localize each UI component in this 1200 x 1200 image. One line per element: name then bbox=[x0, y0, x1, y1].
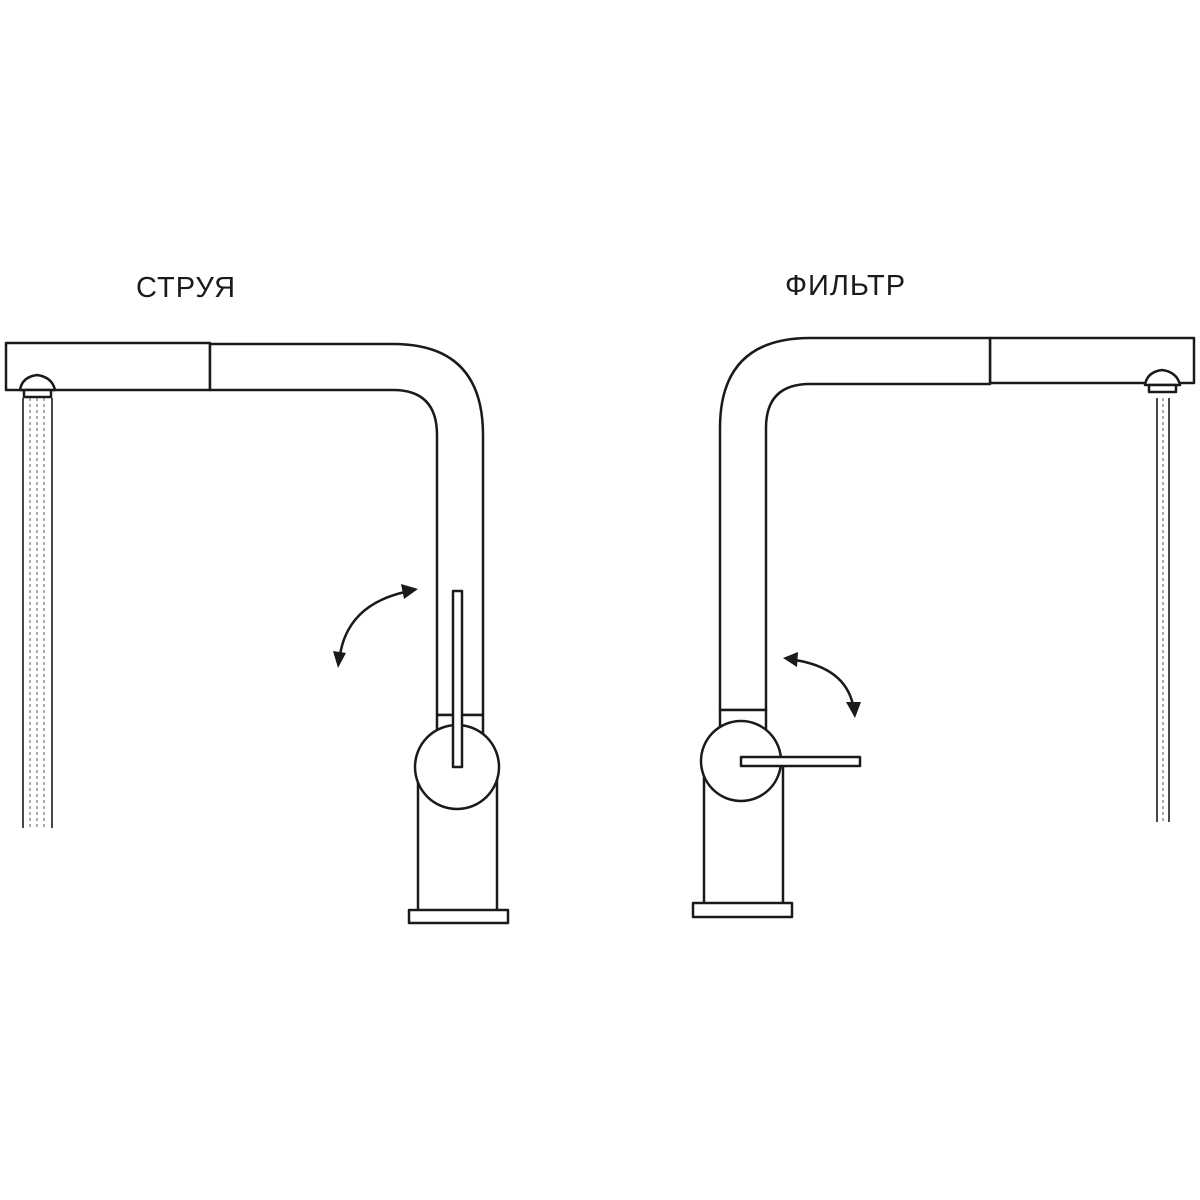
aerator-left bbox=[18, 373, 57, 392]
base-plate-left bbox=[407, 908, 510, 925]
rotation-arrow-right bbox=[783, 652, 861, 718]
mode-label-filter: ФИЛЬТР bbox=[785, 270, 907, 302]
spout-arm-right bbox=[718, 336, 992, 712]
filter-stream-right bbox=[1156, 398, 1170, 822]
jet-stream-left bbox=[22, 398, 53, 828]
faucet-left bbox=[4, 341, 510, 925]
lever-handle-right bbox=[739, 755, 862, 768]
spout-arm-left bbox=[208, 342, 485, 717]
base-plate-right bbox=[691, 901, 794, 919]
lever-handle-left bbox=[451, 589, 464, 769]
mode-label-jet: СТРУЯ bbox=[136, 272, 237, 304]
faucet-right bbox=[691, 336, 1196, 919]
rotation-arrow-left bbox=[333, 584, 418, 668]
aerator-right bbox=[1143, 368, 1182, 387]
